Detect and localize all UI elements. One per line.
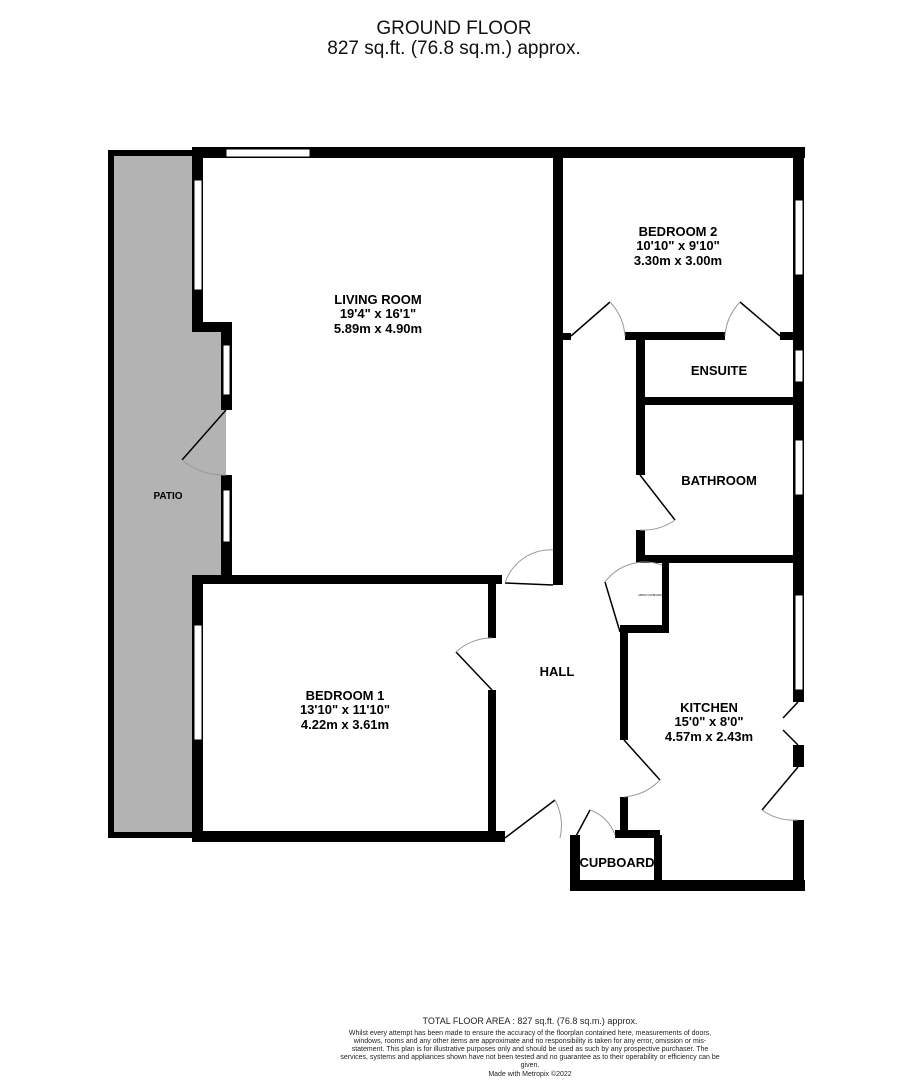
ensuite-name: ENSUITE xyxy=(691,363,748,378)
bathroom-name: BATHROOM xyxy=(681,473,757,488)
total-floor-area: TOTAL FLOOR AREA : 827 sq.ft. (76.8 sq.m… xyxy=(422,1016,638,1026)
credit: Made with Metropix ©2022 xyxy=(488,1071,572,1078)
doors xyxy=(181,301,799,839)
room-labels: LIVING ROOM 19'4" x 16'1" 5.89m x 4.90m … xyxy=(153,224,756,870)
living-room-imperial: 19'4" x 16'1" xyxy=(340,306,416,321)
living-room-metric: 5.89m x 4.90m xyxy=(334,321,422,336)
bedroom-2-metric: 3.30m x 3.00m xyxy=(634,253,722,268)
patio xyxy=(108,150,226,838)
kitchen-imperial: 15'0" x 8'0" xyxy=(674,714,743,729)
kitchen-metric: 4.57m x 2.43m xyxy=(665,729,753,744)
disclaimer: Whilst every attempt has been made to en… xyxy=(340,1030,720,1069)
airing-cupboard-name: AIRING CUPBOARD xyxy=(638,594,662,597)
bedroom-1-name: BEDROOM 1 xyxy=(306,688,385,703)
kitchen-name: KITCHEN xyxy=(680,700,738,715)
walls xyxy=(192,147,805,891)
bedroom-1-imperial: 13'10" x 11'10" xyxy=(300,702,390,717)
windows xyxy=(193,148,804,741)
bedroom-2-imperial: 10'10" x 9'10" xyxy=(636,238,720,253)
patio-name: PATIO xyxy=(153,491,182,502)
floor-title: GROUND FLOOR xyxy=(376,18,532,39)
floor-area: 827 sq.ft. (76.8 sq.m.) approx. xyxy=(327,38,581,59)
bedroom-1-metric: 4.22m x 3.61m xyxy=(301,717,389,732)
living-room-name: LIVING ROOM xyxy=(334,292,421,307)
hall-name: HALL xyxy=(540,664,575,679)
cupboard-name: CUPBOARD xyxy=(579,855,654,870)
bedroom-2-name: BEDROOM 2 xyxy=(639,224,718,239)
